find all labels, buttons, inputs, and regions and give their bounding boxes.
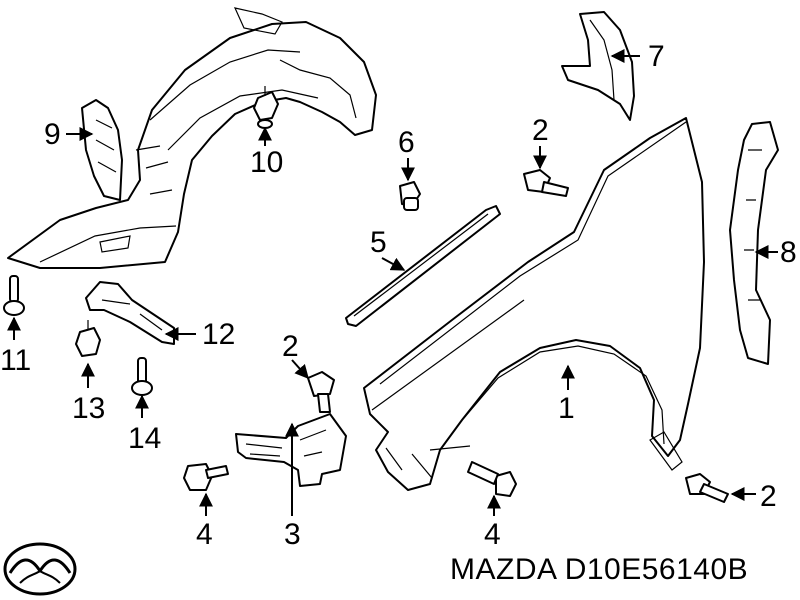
molding-part-5	[345, 205, 501, 327]
screw-part-11	[3, 275, 25, 316]
callout-labels: 1 2 2 2 3 4 4 5 6 7 8 9 10 11 12 13 14	[0, 40, 797, 551]
bracket-part-8	[729, 121, 779, 365]
callout-13: 13	[72, 392, 105, 425]
callout-11: 11	[0, 344, 31, 377]
clip-part-6	[399, 181, 421, 211]
fender-liner-part	[7, 7, 377, 269]
bolt-part-2b	[307, 371, 335, 413]
part-number: D10E56140B	[564, 553, 749, 586]
callout-10: 10	[250, 146, 283, 179]
screw-part-14	[131, 357, 153, 396]
callout-4-right: 4	[484, 518, 501, 551]
callout-2-right: 2	[760, 480, 777, 513]
callout-4-left: 4	[196, 518, 213, 551]
front-fender-part	[363, 117, 705, 491]
callout-14: 14	[128, 422, 161, 455]
callout-12: 12	[202, 318, 235, 351]
callout-1: 1	[558, 392, 575, 425]
bolt-part-4a	[183, 463, 229, 491]
bracket-part-7	[561, 11, 635, 121]
callout-8: 8	[780, 236, 797, 269]
bolt-part-2c	[685, 473, 729, 503]
brand-name: MAZDA	[450, 553, 556, 586]
callout-2-middle: 2	[282, 330, 299, 363]
callout-9: 9	[44, 118, 61, 151]
callout-5: 5	[370, 226, 387, 259]
callout-6: 6	[398, 126, 415, 159]
bolt-part-2a	[523, 169, 569, 197]
callout-3: 3	[284, 518, 301, 551]
mazda-logo-icon	[3, 542, 77, 596]
bracket-part-12	[85, 281, 175, 345]
clip-part-13	[75, 320, 101, 357]
bolt-part-4b	[467, 461, 517, 497]
part-caption: MAZDA D10E56140B	[450, 553, 748, 587]
callout-7: 7	[648, 40, 665, 73]
leader-arrows	[6, 49, 778, 516]
callout-2-top: 2	[532, 114, 549, 147]
